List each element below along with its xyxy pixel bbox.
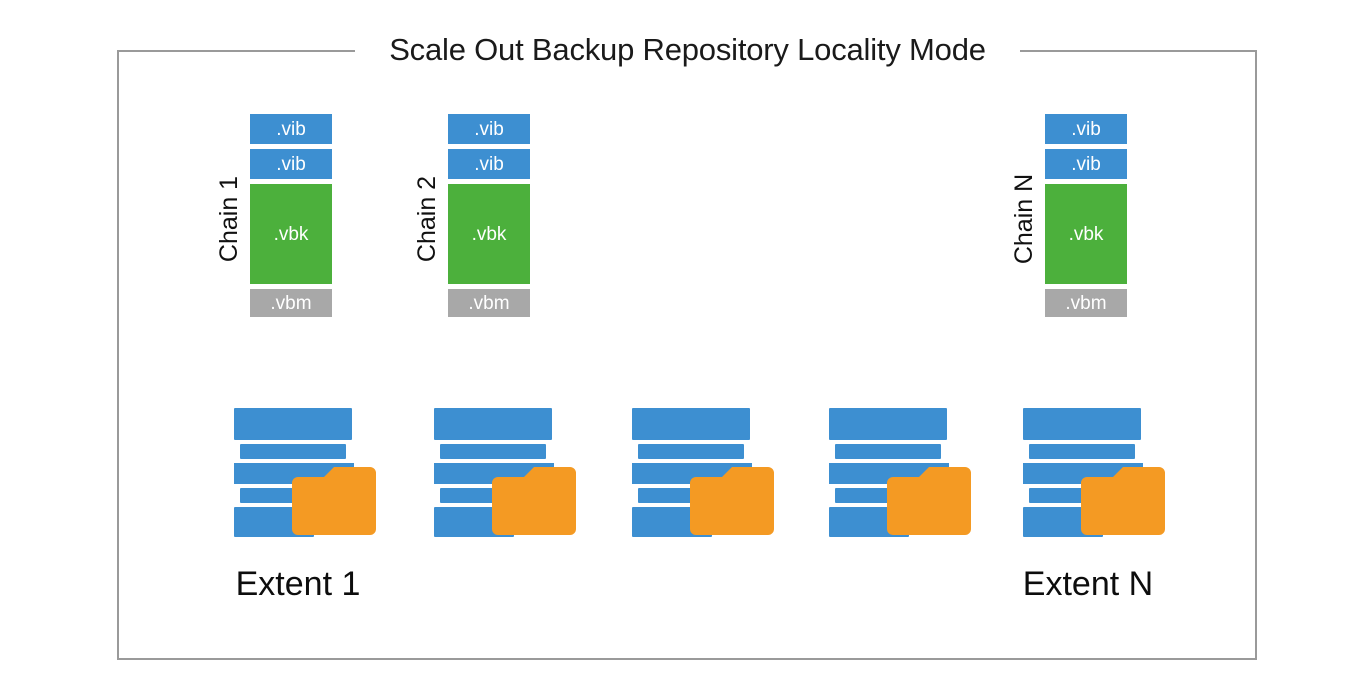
title-border-gap [355, 30, 1020, 72]
server-folder-icon [1021, 405, 1173, 540]
extent-label-n: Extent N [1022, 565, 1154, 603]
folder-shape [887, 467, 971, 535]
folder-shape [292, 467, 376, 535]
extent-icon-5 [1021, 405, 1173, 540]
chain-stack: .vib .vib .vbk .vbm [1045, 114, 1127, 317]
backup-file-block-vib: .vib [250, 114, 332, 144]
chain-stack: .vib .vib .vbk .vbm [448, 114, 530, 317]
server-bar-1 [434, 408, 552, 440]
server-bar-2 [835, 444, 941, 459]
server-stack-bars [234, 408, 354, 537]
backup-file-block-vib: .vib [448, 114, 530, 144]
extent-icon-1 [232, 405, 384, 540]
server-bar-1 [829, 408, 947, 440]
extent-icon-3 [630, 405, 782, 540]
server-bar-1 [1023, 408, 1141, 440]
server-folder-icon [432, 405, 584, 540]
backup-file-block-vbm: .vbm [448, 289, 530, 317]
extent-label-1: Extent 1 [235, 565, 361, 603]
backup-file-block-vib: .vib [1045, 149, 1127, 179]
chain-label: Chain 2 [413, 175, 441, 263]
server-bar-1 [234, 408, 352, 440]
server-folder-icon [827, 405, 979, 540]
extent-icon-2 [432, 405, 584, 540]
chain-label: Chain 1 [215, 175, 243, 263]
extent-icon-4 [827, 405, 979, 540]
server-bar-2 [638, 444, 744, 459]
backup-file-block-vbk: .vbk [250, 184, 332, 284]
diagram-title: Scale Out Backup Repository Locality Mod… [389, 32, 986, 67]
backup-file-block-vbm: .vbm [1045, 289, 1127, 317]
backup-file-block-vib: .vib [1045, 114, 1127, 144]
folder-shape [492, 467, 576, 535]
backup-file-block-vbk: .vbk [1045, 184, 1127, 284]
folder-shape [1081, 467, 1165, 535]
backup-file-block-vbm: .vbm [250, 289, 332, 317]
server-bar-2 [240, 444, 346, 459]
chain-label: Chain N [1010, 173, 1038, 265]
chain-stack: .vib .vib .vbk .vbm [250, 114, 332, 317]
server-bar-2 [1029, 444, 1135, 459]
server-bar-1 [632, 408, 750, 440]
server-stack-bars [1023, 408, 1143, 537]
backup-file-block-vib: .vib [250, 149, 332, 179]
folder-shape [690, 467, 774, 535]
backup-file-block-vbk: .vbk [448, 184, 530, 284]
server-bar-2 [440, 444, 546, 459]
backup-file-block-vib: .vib [448, 149, 530, 179]
server-folder-icon [232, 405, 384, 540]
server-folder-icon [630, 405, 782, 540]
